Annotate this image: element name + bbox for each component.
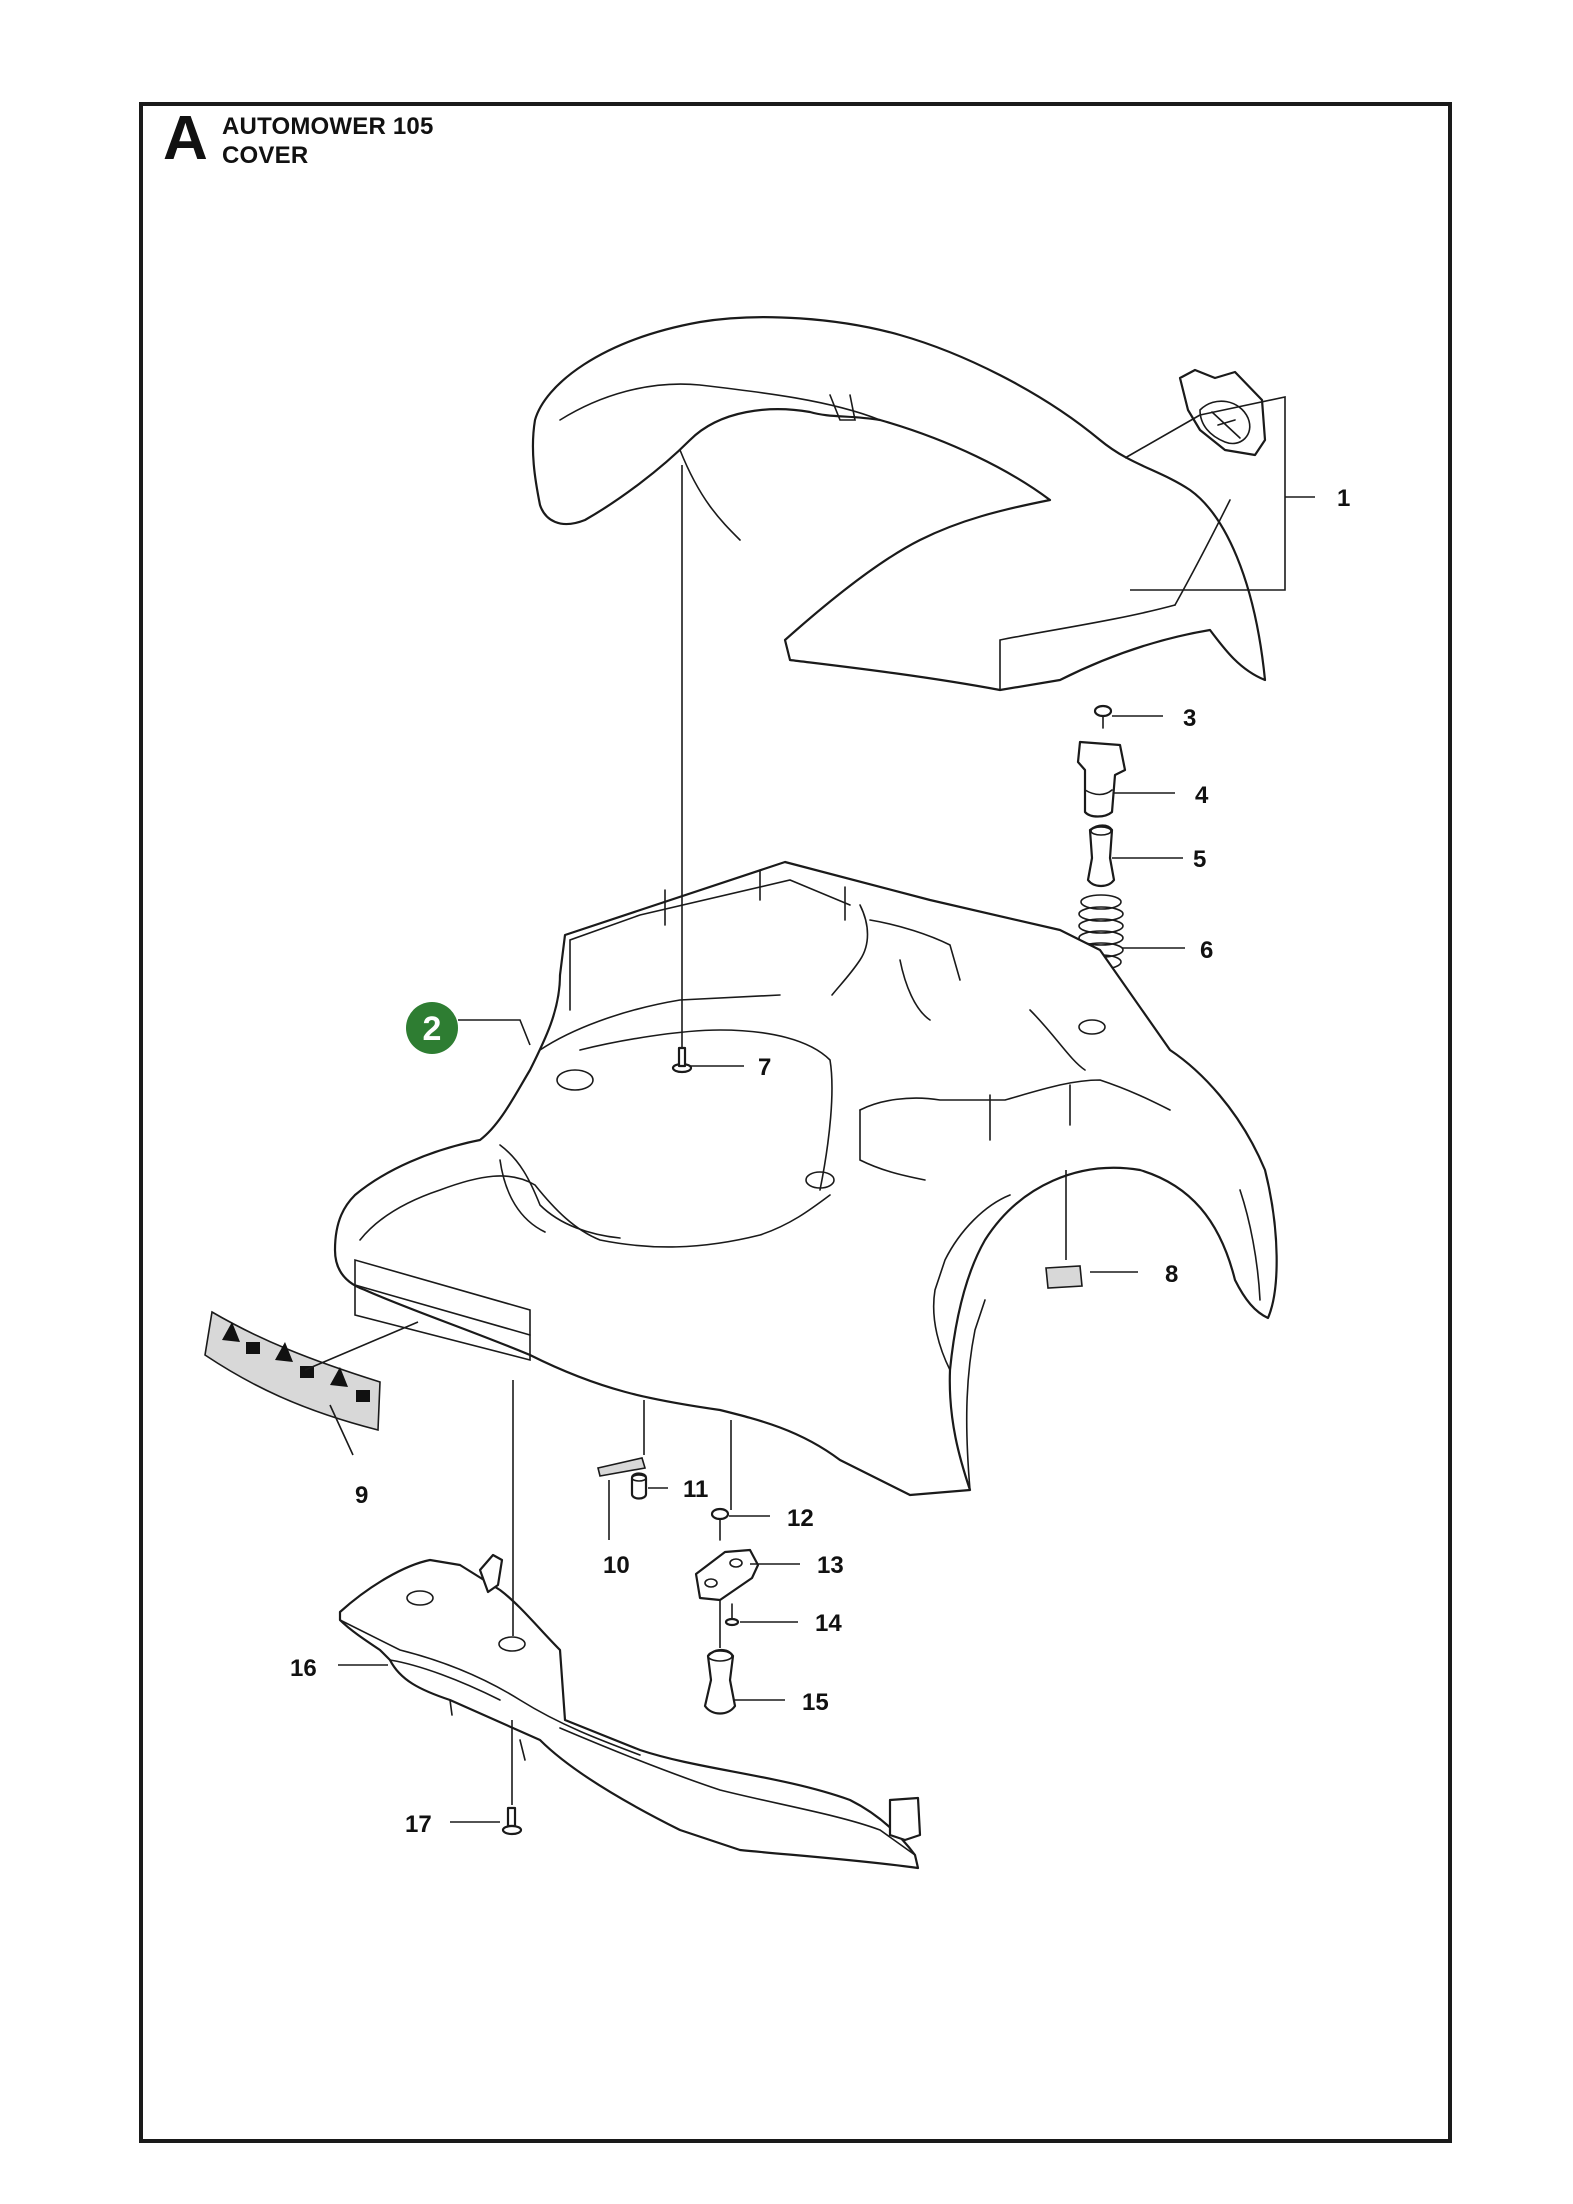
part-14-screw — [724, 1603, 740, 1627]
callout-17: 17 — [405, 1811, 432, 1838]
callout-10: 10 — [603, 1552, 630, 1579]
part-12-screw — [710, 1420, 732, 1541]
callout-16: 16 — [290, 1655, 317, 1682]
part-17-screw — [501, 1720, 523, 1836]
part-9-warning-decal — [204, 1310, 381, 1432]
callout-7: 7 — [758, 1054, 771, 1081]
callout-6: 6 — [1200, 937, 1213, 964]
assembly-title: COVER — [222, 142, 309, 169]
part-15-knob — [703, 1600, 737, 1715]
callout-8: 8 — [1165, 1261, 1178, 1288]
part-2-chassis-frame — [333, 860, 1278, 1497]
callout-15: 15 — [802, 1689, 829, 1716]
part-5-shaft — [1086, 824, 1116, 888]
part-13-bracket — [694, 1548, 760, 1602]
part-7-screw — [671, 465, 693, 1074]
part-3-screw — [1093, 704, 1113, 729]
callout-14: 14 — [815, 1610, 842, 1637]
part-4-holder — [1076, 740, 1127, 818]
part-11-plug — [630, 1472, 648, 1500]
callout-11: 11 — [683, 1476, 708, 1503]
callout-5: 5 — [1193, 846, 1206, 873]
part-logo-emblem — [1178, 368, 1267, 457]
highlight-badge — [406, 1002, 458, 1054]
callout-3: 3 — [1183, 705, 1196, 732]
callout-12: 12 — [787, 1505, 814, 1532]
part-top-cover — [531, 316, 1267, 692]
callout-4: 4 — [1195, 782, 1209, 809]
part-10-pin — [597, 1400, 647, 1540]
model-title: AUTOMOWER 105 — [222, 113, 434, 140]
part-16-front-bumper — [338, 1380, 922, 1870]
highlight-badge-number: 2 — [423, 1010, 442, 1048]
drawing-frame — [139, 102, 1452, 2143]
callout-1: 1 — [1337, 485, 1350, 512]
section-letter: A — [163, 104, 208, 173]
callout-13: 13 — [817, 1552, 844, 1579]
part-8-label — [1045, 1170, 1083, 1289]
callout-9: 9 — [355, 1482, 368, 1509]
